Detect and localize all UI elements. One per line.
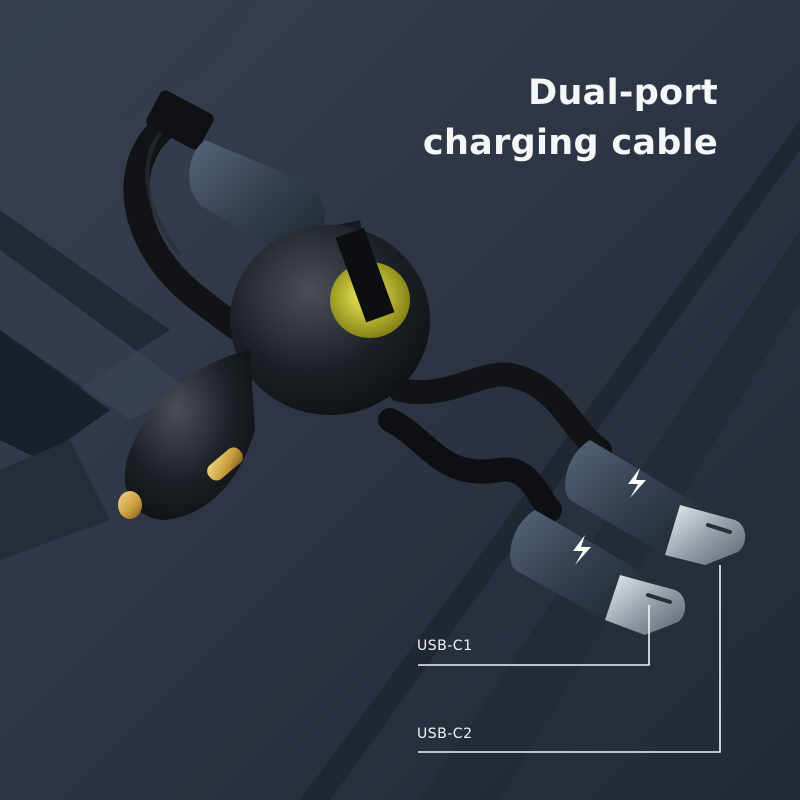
callout-line-c2 (418, 565, 721, 753)
docked-connector (189, 140, 325, 260)
cable-c1 (378, 408, 562, 522)
background-step (0, 250, 190, 420)
reel-cable-slot (335, 227, 395, 323)
positive-tip-contact (118, 491, 142, 519)
background-panel (0, 0, 260, 200)
lightning-bolt-icon (573, 535, 591, 565)
lightning-bolt-icon (628, 468, 646, 498)
callout-label-c2: USB-C2 (417, 726, 473, 742)
cable-clip (146, 90, 214, 150)
callout-line-c1 (418, 605, 650, 666)
connector-usb-c1 (510, 510, 686, 635)
background-step (0, 440, 110, 560)
headline-line-2: charging cable (422, 123, 718, 163)
headline-line-1: Dual-port (528, 73, 718, 113)
side-spring-contact (207, 447, 243, 481)
cable-c2 (388, 362, 612, 462)
callout-label-c1: USB-C1 (417, 638, 473, 654)
background-step (0, 330, 110, 460)
connector-usb-c2 (565, 440, 746, 565)
background-groove (300, 120, 800, 800)
headline: Dual-port charging cable (423, 68, 718, 168)
